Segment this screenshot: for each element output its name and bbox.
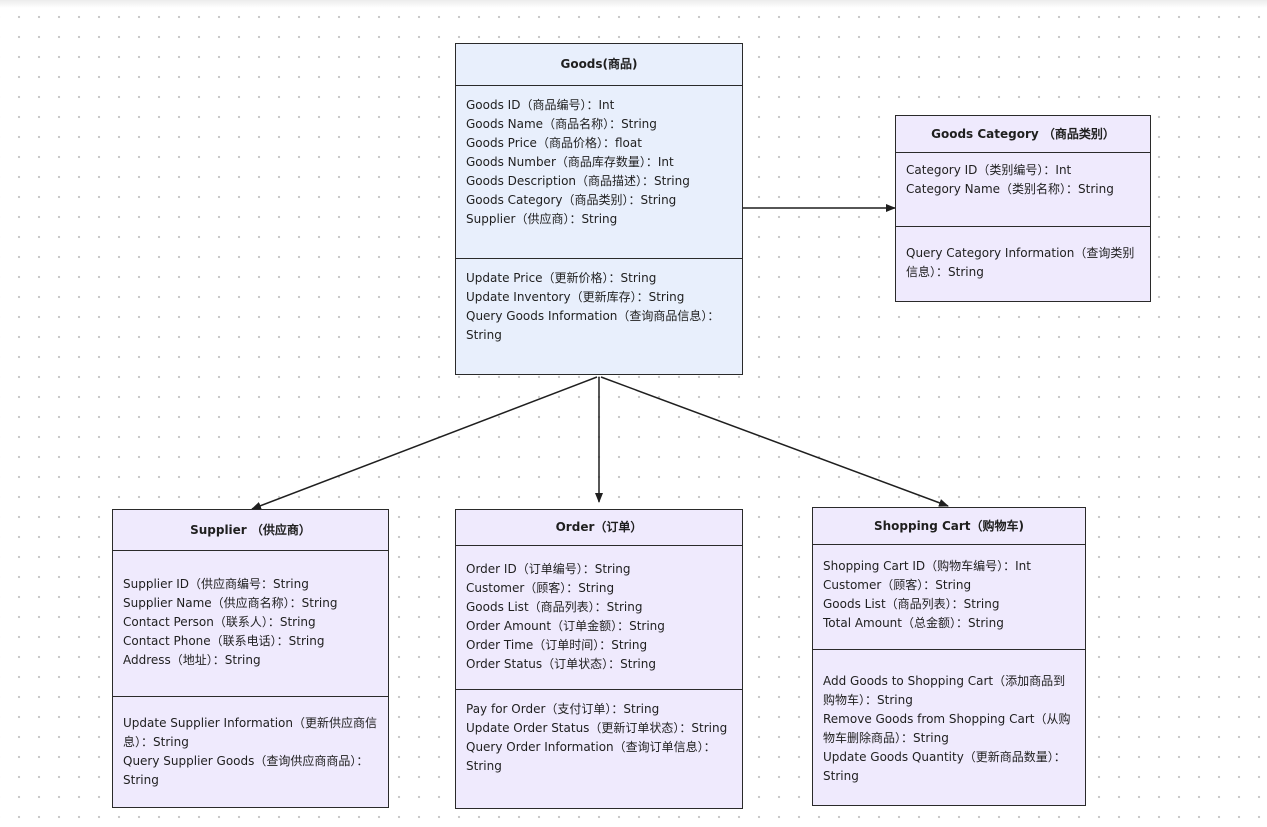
category-attr: Category ID（类别编号）：Int xyxy=(906,163,1072,177)
order-attr: Order Time（订单时间）：String xyxy=(466,638,648,652)
category-methods: Query Category Information（查询类别信息）：Strin… xyxy=(896,227,1150,301)
order-attr: Customer（顾客）：String xyxy=(466,581,615,595)
supplier-attr: Contact Person（联系人）：String xyxy=(123,615,316,629)
canvas-top-strip xyxy=(0,0,1267,8)
supplier-attributes: Supplier ID（供应商编号：String Supplier Name（供… xyxy=(113,551,388,697)
goods-attr: Supplier（供应商）：String xyxy=(466,212,618,226)
supplier-attr: Contact Phone（联系电话）：String xyxy=(123,634,325,648)
goods-method: Update Inventory（更新库存）：String xyxy=(466,290,685,304)
cart-attributes: Shopping Cart ID（购物车编号）：Int Customer（顾客）… xyxy=(813,545,1085,650)
supplier-attr: Address（地址）：String xyxy=(123,653,261,667)
cart-method: Remove Goods from Shopping Cart（从购物车删除商品… xyxy=(823,712,1071,745)
supplier-method: Update Supplier Information（更新供应商信息）：Str… xyxy=(123,716,377,749)
category-class-title: Goods Category （商品类别） xyxy=(896,116,1150,153)
order-methods: Pay for Order（支付订单）：String Update Order … xyxy=(456,690,742,808)
goods-methods: Update Price（更新价格）：String Update Invento… xyxy=(456,259,742,374)
cart-methods: Add Goods to Shopping Cart（添加商品到购物车）：Str… xyxy=(813,650,1085,805)
cart-method: Add Goods to Shopping Cart（添加商品到购物车）：Str… xyxy=(823,674,1066,707)
order-class-title: Order（订单） xyxy=(456,510,742,546)
order-method: Query Order Information（查询订单信息）：String xyxy=(466,740,716,773)
category-class-box[interactable]: Goods Category （商品类别） Category ID（类别编号）：… xyxy=(895,115,1151,302)
goods-method: Update Price（更新价格）：String xyxy=(466,271,657,285)
cart-attr: Total Amount（总金额）：String xyxy=(823,616,1004,630)
cart-attr: Shopping Cart ID（购物车编号）：Int xyxy=(823,559,1031,573)
goods-method: Query Goods Information（查询商品信息）：String xyxy=(466,309,720,342)
cart-class-box[interactable]: Shopping Cart（购物车) Shopping Cart ID（购物车编… xyxy=(812,507,1086,806)
supplier-attr: Supplier ID（供应商编号：String xyxy=(123,577,309,591)
goods-class-box[interactable]: Goods(商品) Goods ID（商品编号）：Int Goods Name（… xyxy=(455,43,743,375)
supplier-method: Query Supplier Goods（查询供应商商品）：String xyxy=(123,754,369,787)
order-attr: Order Status（订单状态）：String xyxy=(466,657,656,671)
cart-class-title: Shopping Cart（购物车) xyxy=(813,508,1085,545)
order-attr: Order ID（订单编号）：String xyxy=(466,562,631,576)
goods-attr: Goods Category（商品类别）：String xyxy=(466,193,677,207)
category-method: Query Category Information（查询类别信息）：Strin… xyxy=(906,246,1135,279)
supplier-class-box[interactable]: Supplier （供应商） Supplier ID（供应商编号：String … xyxy=(112,509,389,808)
order-attributes: Order ID（订单编号）：String Customer（顾客）：Strin… xyxy=(456,546,742,690)
cart-method: Update Goods Quantity（更新商品数量）：String xyxy=(823,750,1066,783)
supplier-class-title: Supplier （供应商） xyxy=(113,510,388,551)
order-class-box[interactable]: Order（订单） Order ID（订单编号）：String Customer… xyxy=(455,509,743,809)
cart-attr: Customer（顾客）：String xyxy=(823,578,972,592)
goods-class-title: Goods(商品) xyxy=(456,44,742,86)
category-attr: Category Name（类别名称）：String xyxy=(906,182,1114,196)
goods-attr: Goods Number（商品库存数量）：Int xyxy=(466,155,674,169)
category-attributes: Category ID（类别编号）：Int Category Name（类别名称… xyxy=(896,153,1150,227)
order-attr: Goods List（商品列表）：String xyxy=(466,600,643,614)
order-method: Update Order Status（更新订单状态）：String xyxy=(466,721,728,735)
order-attr: Order Amount（订单金额）：String xyxy=(466,619,665,633)
supplier-methods: Update Supplier Information（更新供应商信息）：Str… xyxy=(113,697,388,807)
cart-attr: Goods List（商品列表）：String xyxy=(823,597,1000,611)
goods-attr: Goods Description（商品描述）：String xyxy=(466,174,690,188)
arrow-goods-to-cart xyxy=(600,376,949,507)
arrow-goods-to-supplier xyxy=(251,376,598,510)
goods-attributes: Goods ID（商品编号）：Int Goods Name（商品名称）：Stri… xyxy=(456,86,742,259)
goods-attr: Goods Price（商品价格）：float xyxy=(466,136,642,150)
goods-attr: Goods Name（商品名称）：String xyxy=(466,117,657,131)
supplier-attr: Supplier Name（供应商名称）：String xyxy=(123,596,338,610)
order-method: Pay for Order（支付订单）：String xyxy=(466,702,660,716)
goods-attr: Goods ID（商品编号）：Int xyxy=(466,98,615,112)
